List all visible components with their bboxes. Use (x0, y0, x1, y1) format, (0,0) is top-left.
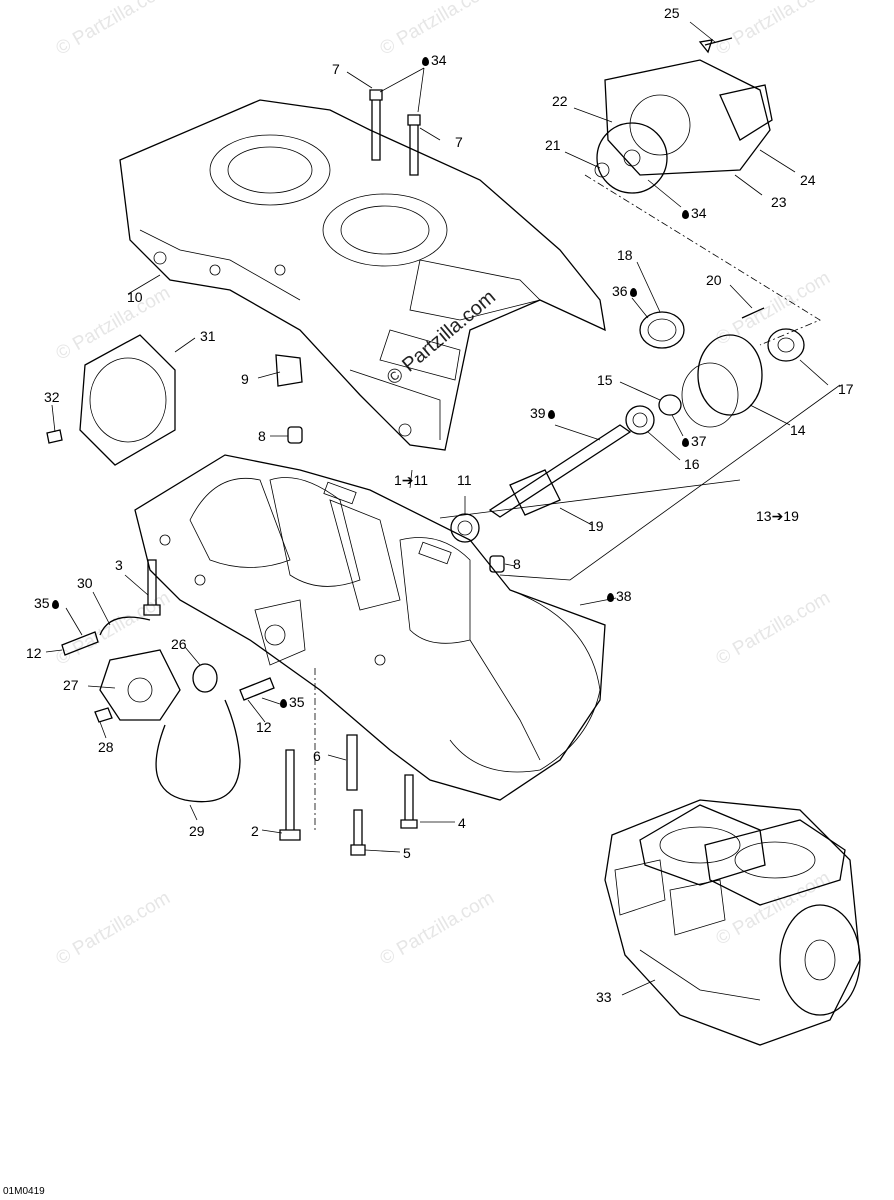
callout-19: 19 (588, 518, 604, 534)
callout-9: 9 (241, 371, 249, 387)
callout-37: 37 (682, 434, 707, 448)
callout-14: 14 (790, 422, 806, 438)
oil-pump-group (61, 616, 275, 803)
oil-drop-icon (607, 593, 614, 602)
callout-35: 35 (34, 596, 61, 610)
oil-drop-icon (629, 288, 637, 297)
oil-drop-icon (682, 438, 689, 447)
callout-33: 33 (596, 989, 612, 1005)
callout-18: 18 (617, 247, 633, 263)
callout-1-11: 1➔11 (394, 472, 429, 488)
callout-27: 27 (63, 677, 79, 693)
callout-35: 35 (280, 695, 305, 709)
callout-4: 4 (458, 815, 466, 831)
assembled-engine (604, 799, 861, 1046)
callout-21: 21 (545, 137, 561, 153)
callout-10: 10 (127, 289, 143, 305)
callout-7: 7 (332, 61, 340, 77)
callout-11: 11 (457, 472, 472, 488)
callout-8: 8 (258, 428, 266, 444)
callout-30: 30 (77, 575, 93, 591)
lower-crankcase (134, 454, 606, 801)
callout-12: 12 (256, 719, 272, 735)
callout-12: 12 (26, 645, 42, 661)
callout-38: 38 (607, 589, 632, 603)
callout-29: 29 (189, 823, 205, 839)
leader-lines (45, 21, 829, 996)
callout-34: 34 (682, 206, 707, 220)
callout-32: 32 (44, 389, 60, 405)
callout-26: 26 (171, 636, 187, 652)
callout-2: 2 (251, 823, 259, 839)
callout-36: 36 (612, 284, 639, 298)
callout-20: 20 (706, 272, 722, 288)
callout-17: 17 (838, 381, 854, 397)
fasteners (143, 89, 421, 856)
callout-15: 15 (597, 372, 613, 388)
oil-drop-icon (51, 600, 59, 609)
callout-25: 25 (664, 5, 680, 21)
callout-16: 16 (684, 456, 700, 472)
callout-22: 22 (552, 93, 568, 109)
callout-31: 31 (200, 328, 216, 344)
callout-24: 24 (800, 172, 816, 188)
callout-28: 28 (98, 739, 114, 755)
cover-plate (46, 334, 176, 466)
diagram-code: 01M0419 (3, 1186, 45, 1197)
upper-crankcase (119, 99, 606, 451)
callout-23: 23 (771, 194, 787, 210)
oil-drop-icon (547, 410, 555, 419)
callout-13-19: 13➔19 (756, 508, 799, 524)
callout-5: 5 (403, 845, 411, 861)
callout-39: 39 (530, 406, 557, 420)
callout-3: 3 (115, 557, 123, 573)
callout-6: 6 (313, 748, 321, 764)
callout-8: 8 (513, 556, 521, 572)
oil-drop-icon (422, 57, 429, 66)
water-pump-group (584, 37, 821, 346)
oil-drop-icon (280, 699, 287, 708)
callout-7: 7 (455, 134, 463, 150)
drive-shaft-group (275, 307, 841, 581)
callout-34: 34 (422, 53, 447, 67)
oil-drop-icon (682, 210, 689, 219)
